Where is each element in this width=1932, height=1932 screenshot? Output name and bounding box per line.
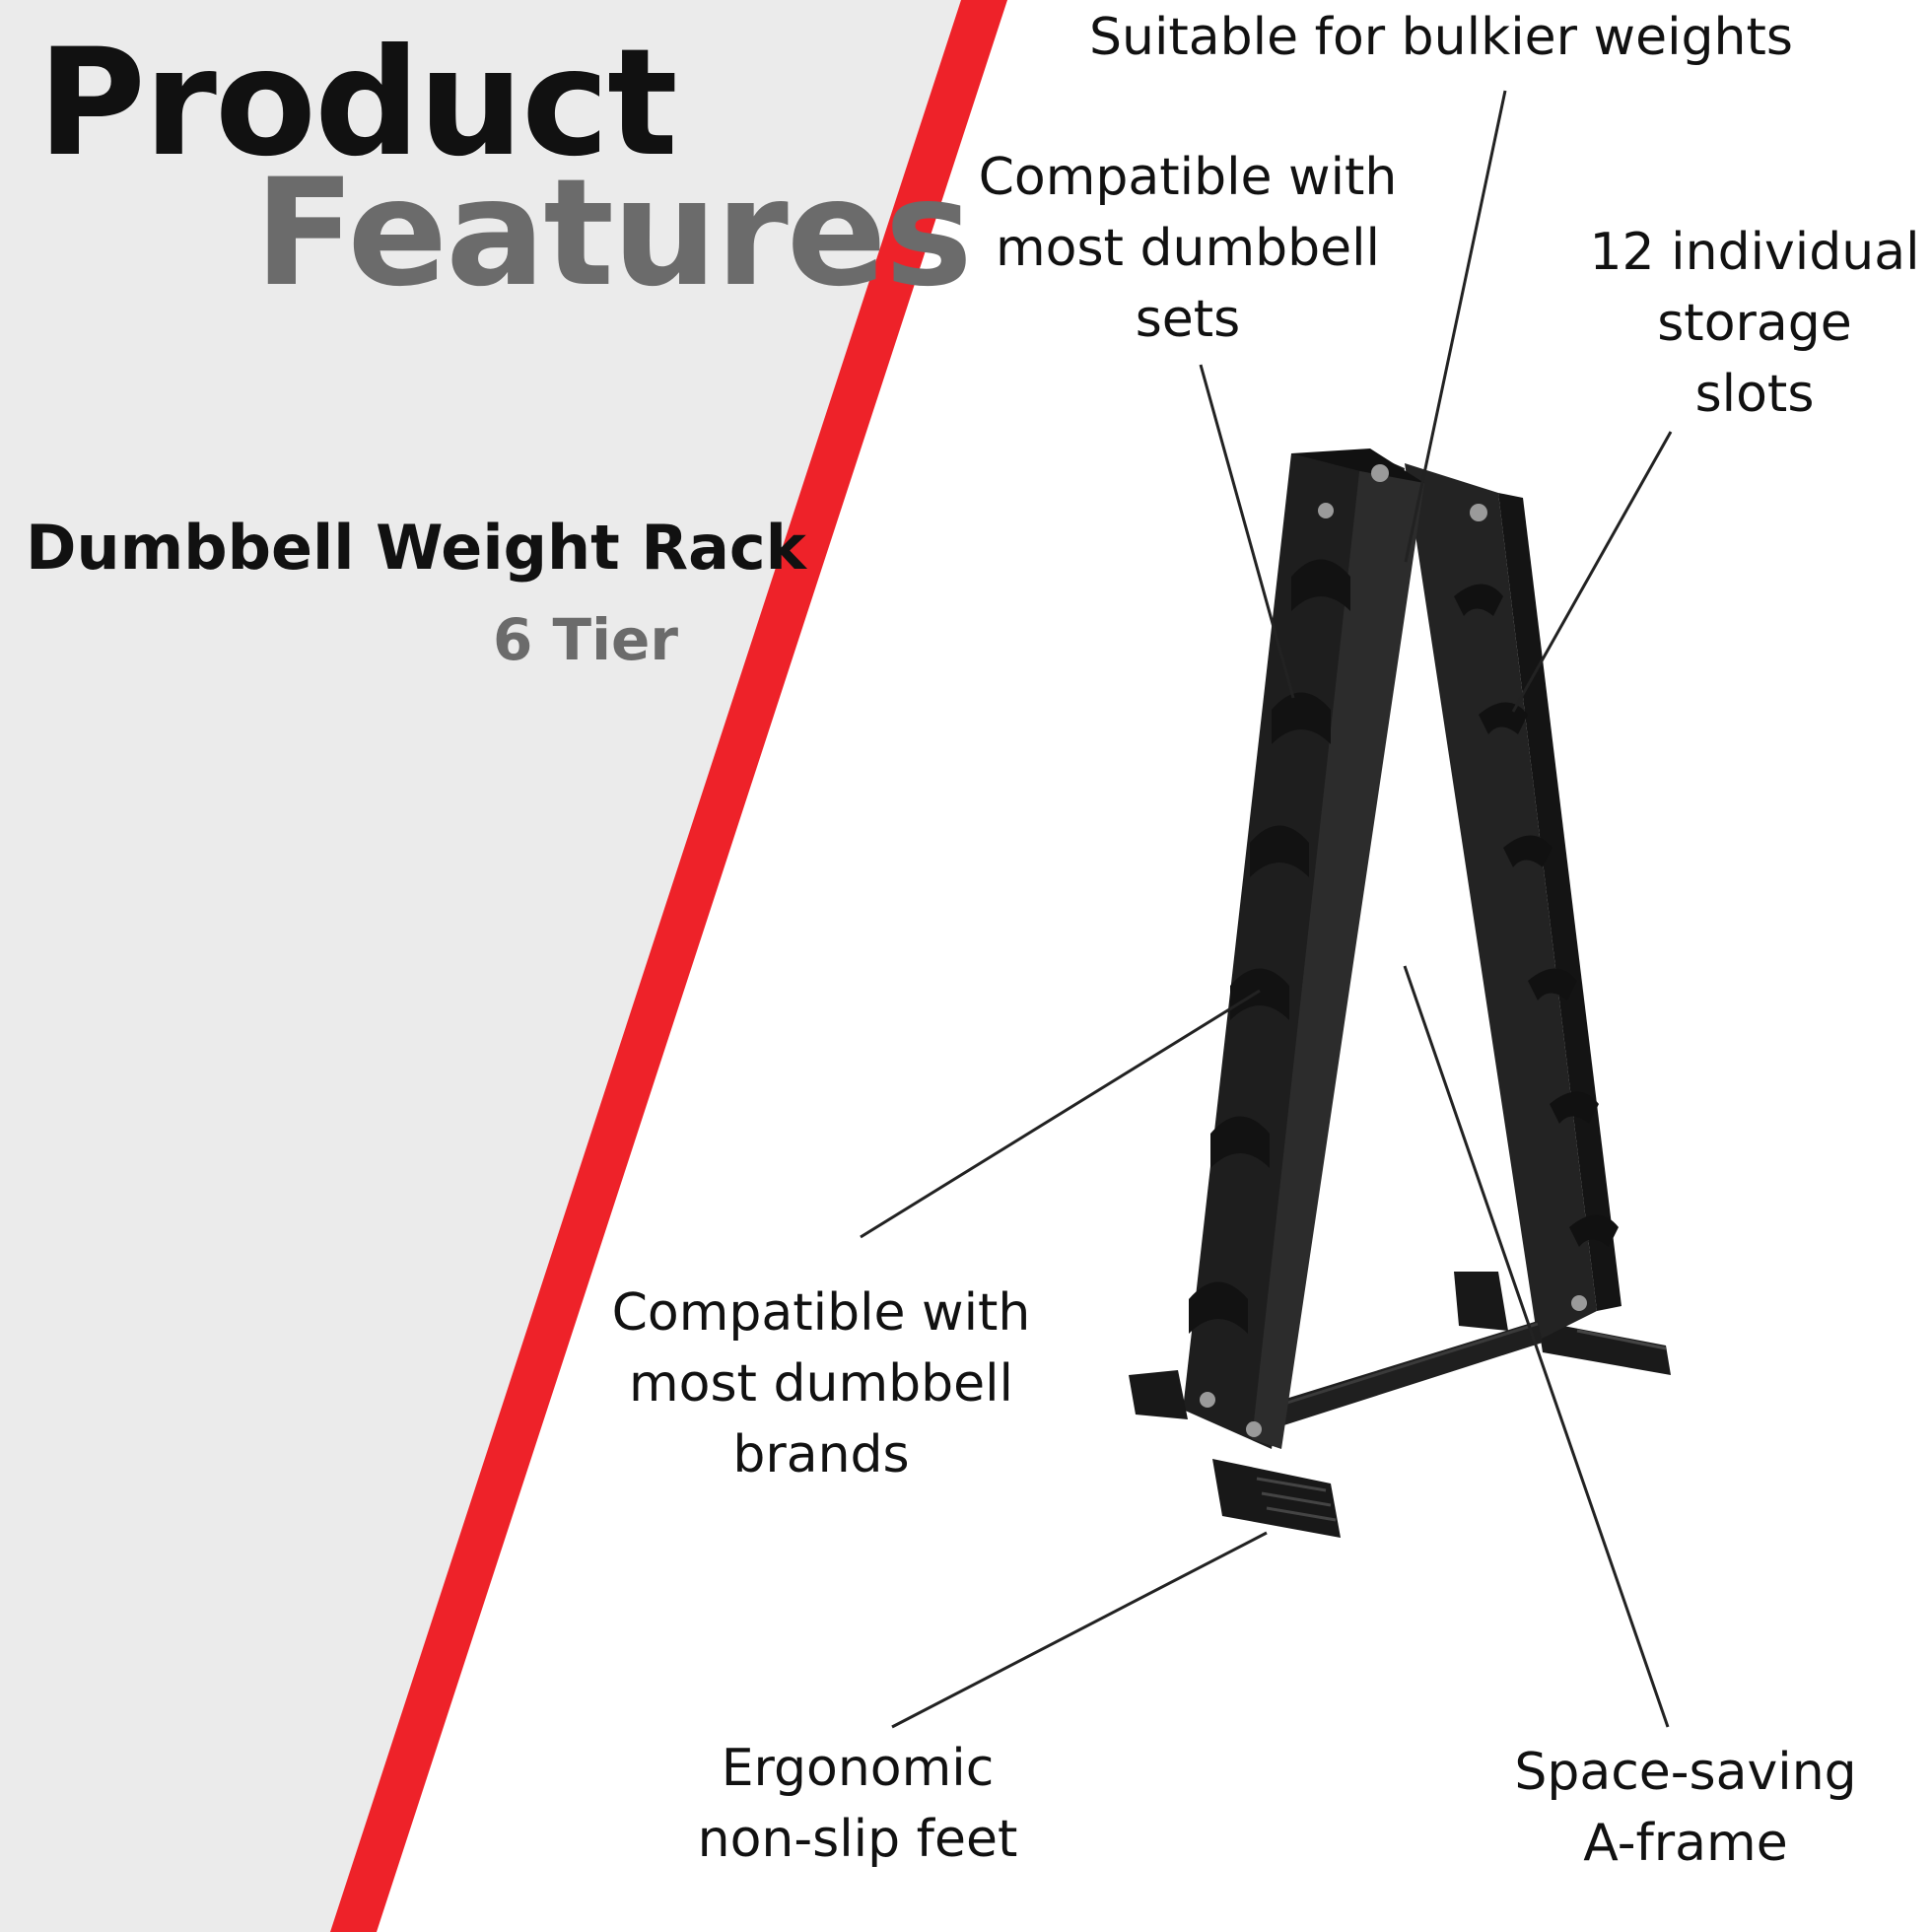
rack-right-upright xyxy=(1405,463,1622,1341)
callout-line-slots xyxy=(1511,431,1673,713)
callout-brands: Compatible with most dumbbell brands xyxy=(611,1283,1031,1484)
page-title-secondary: Features xyxy=(254,148,973,319)
left-gray-panel xyxy=(0,0,961,1932)
callout-lines xyxy=(860,90,1673,1729)
rack-right-hooks xyxy=(1454,584,1619,1247)
rack-crossbar xyxy=(1267,1321,1543,1429)
callout-line-feet xyxy=(891,1531,1268,1729)
rack-front-base xyxy=(1129,1370,1341,1538)
rack-left-upright xyxy=(1183,448,1424,1449)
callout-line-sets xyxy=(1199,364,1295,699)
callout-line-frame xyxy=(1403,965,1670,1728)
callout-line-bulkier xyxy=(1404,90,1507,563)
callout-feet: Ergonomic non-slip feet xyxy=(697,1739,1018,1869)
product-variant: 6 Tier xyxy=(493,606,678,673)
callout-line-brands xyxy=(860,989,1261,1239)
callout-frame: Space-saving A-frame xyxy=(1514,1743,1857,1873)
rack-rear-base xyxy=(1454,1272,1671,1375)
product-name: Dumbbell Weight Rack xyxy=(26,512,806,584)
callout-slots: 12 individual storage slots xyxy=(1589,223,1920,424)
page-title: Product xyxy=(37,18,678,189)
callout-sets: Compatible with most dumbbell sets xyxy=(978,148,1398,349)
rack-left-hooks xyxy=(1189,559,1350,1334)
callout-bulkier: Suitable for bulkier weights xyxy=(1089,8,1793,67)
red-diagonal-stripe xyxy=(330,0,1007,1932)
